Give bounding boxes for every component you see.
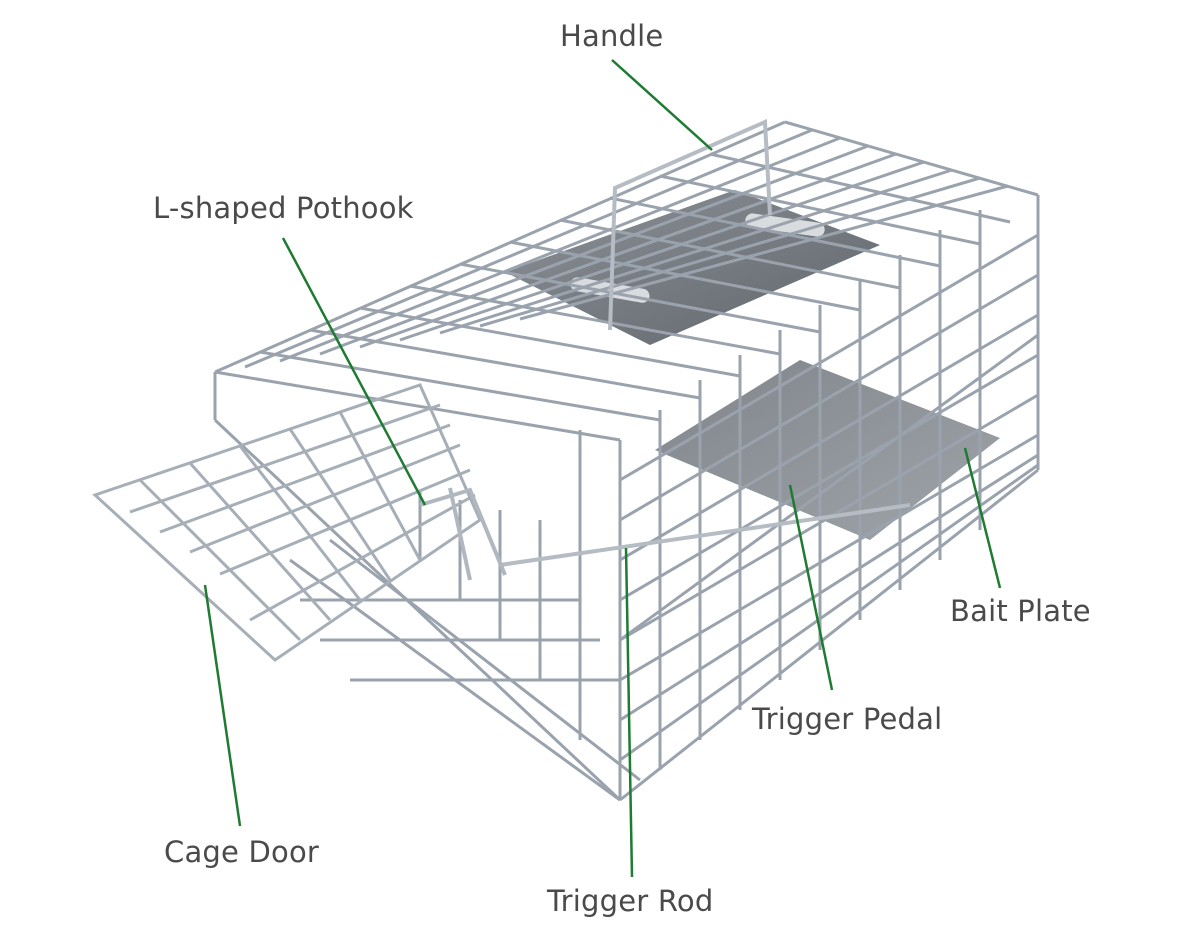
label-cage-door: Cage Door [164, 835, 320, 869]
leader-pothook [281, 237, 427, 506]
pothook-shape [419, 487, 507, 581]
label-trigger-pedal: Trigger Pedal [752, 702, 943, 736]
handle-shape [608, 119, 772, 331]
label-bait-plate: Bait Plate [950, 594, 1091, 628]
leader-bait-plate [963, 447, 1002, 589]
trigger-rod-shape [499, 503, 911, 567]
label-trigger-rod: Trigger Rod [547, 884, 714, 918]
cage-door-shape [92, 383, 482, 662]
leader-cage-door [203, 584, 242, 827]
label-l-shaped-pothook: L-shaped Pothook [153, 191, 414, 225]
label-handle: Handle [560, 19, 664, 53]
leader-trigger-rod [624, 547, 634, 878]
leader-trigger-pedal [788, 484, 834, 691]
leader-lines [203, 59, 1002, 878]
cage-wire-mesh [213, 120, 1040, 802]
leader-handle [611, 59, 713, 151]
